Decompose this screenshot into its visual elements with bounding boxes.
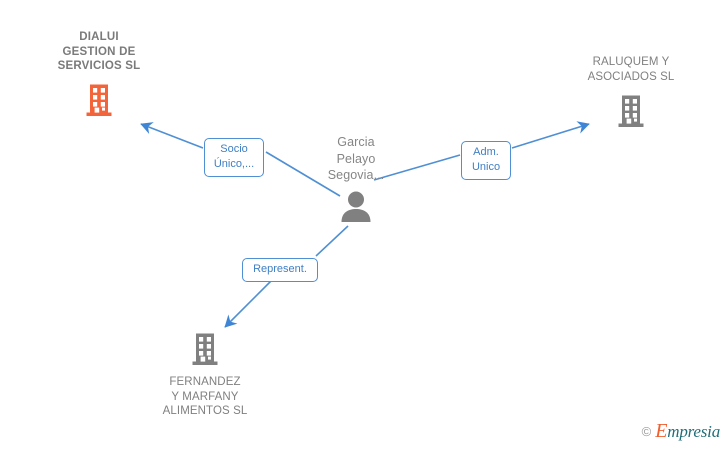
edge-label-adm-unico-line-2: Unico [471, 161, 501, 173]
node-fernandez-y-marfany-alimentos-sl[interactable]: FERNANDEZ Y MARFANY ALIMENTOS SL [150, 332, 260, 419]
node-dialui-label: DIALUI GESTION DE SERVICIOS SL [29, 30, 169, 74]
edge-label-represent-line-1: Represent. [253, 263, 307, 275]
node-fernandez-label-line-2: Y MARFANY [171, 390, 239, 403]
node-dialui-label-line-3: SERVICIOS SL [57, 60, 141, 72]
node-raluquem-label-line-2: ASOCIADOS SL [587, 70, 675, 83]
building-icon [192, 333, 218, 365]
empresia-brand-text: Empresia [655, 421, 720, 441]
person-icon [341, 191, 371, 222]
empresia-brand-initial: E [655, 420, 668, 442]
edge-label-socio-unico[interactable]: Socio Único,... [204, 138, 264, 177]
node-raluquem-y-asociados-sl[interactable]: RALUQUEM Y ASOCIADOS SL [566, 55, 696, 128]
node-garcia-label-line-3: Segovia... [327, 168, 385, 182]
node-dialui-gestion-de-servicios-sl[interactable]: DIALUI GESTION DE SERVICIOS SL [29, 30, 169, 117]
node-dialui-label-line-2: GESTION DE [62, 45, 136, 58]
node-raluquem-label: RALUQUEM Y ASOCIADOS SL [566, 55, 696, 84]
edge-label-adm-unico[interactable]: Adm. Unico [461, 141, 511, 180]
node-fernandez-label-line-1: FERNANDEZ [169, 376, 241, 388]
building-icon [86, 84, 112, 116]
node-garcia-label-line-2: Pelayo [336, 151, 376, 166]
node-fernandez-label: FERNANDEZ Y MARFANY ALIMENTOS SL [150, 375, 260, 419]
node-garcia-label: Garcia Pelayo Segovia... [306, 134, 406, 184]
edge-label-socio-unico-line-1: Socio [220, 143, 248, 155]
edge-label-adm-unico-line-1: Adm. [473, 146, 499, 158]
node-fernandez-label-line-3: ALIMENTOS SL [162, 405, 248, 417]
copyright-icon: © [641, 423, 652, 439]
node-raluquem-label-line-1: RALUQUEM Y [592, 56, 670, 68]
node-garcia-label-line-1: Garcia [337, 135, 375, 149]
node-garcia-icon-wrap [306, 190, 406, 222]
building-icon [618, 95, 644, 127]
node-fernandez-icon-wrap [150, 332, 260, 366]
node-raluquem-icon-wrap [566, 94, 696, 128]
node-garcia-pelayo-segovia[interactable]: Garcia Pelayo Segovia... [306, 134, 406, 222]
node-dialui-label-line-1: DIALUI [79, 31, 119, 43]
edge-label-socio-unico-line-2: Único,... [213, 158, 255, 170]
empresia-watermark: © Empresia [641, 421, 721, 441]
edge-label-represent[interactable]: Represent. [242, 258, 318, 282]
node-dialui-icon-wrap [29, 83, 169, 117]
empresia-brand-rest: mpresia [667, 422, 720, 441]
